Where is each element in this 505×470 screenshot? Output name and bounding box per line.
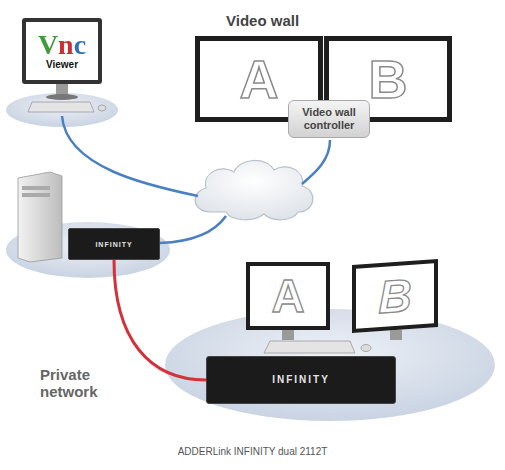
receiver-unit: INFINITY [206,356,396,404]
vnc-monitor: VncViewer [22,18,102,84]
controller-box: Video wall controller [288,100,370,138]
node-text: Viewer [46,59,78,71]
monitor-base [46,94,78,100]
node-text: Vnc [38,31,86,59]
caption-text: ADDERLink INFINITY dual 2112T [0,446,505,457]
transmitter-unit: INFINITY [68,228,160,260]
mouse [361,345,371,352]
pc-bay [22,186,50,190]
node-text: INFINITY [95,241,132,248]
network-cable [160,216,226,243]
keyboard [264,341,355,353]
desk-screen: B [352,259,438,333]
node-text: B [378,272,411,320]
private-network-cable [114,260,206,380]
node-text: A [271,273,304,319]
keyboard [28,102,94,112]
network-cloud [195,160,313,219]
network-cable [302,140,330,184]
node-text: Video wall controller [293,106,365,132]
pc-bay [22,193,50,197]
label-text: Private network [40,366,136,400]
network-cable [62,116,198,196]
mouse [98,105,106,111]
pc-tower [18,172,62,262]
node-text: INFINITY [272,375,330,385]
platform [165,309,495,421]
label-text: Video wall [226,12,299,29]
node-text: B [369,52,408,106]
node-text: A [240,52,279,106]
desk-screen: A [246,262,330,330]
